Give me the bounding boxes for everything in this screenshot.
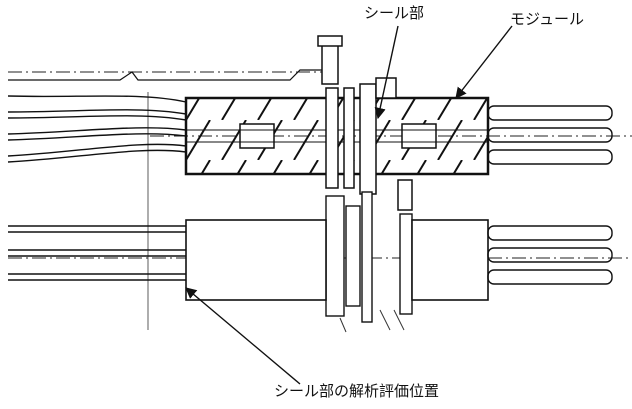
seal-flange <box>317 35 413 211</box>
evaluation-position-arrow <box>185 287 301 385</box>
lower-flange <box>325 191 413 323</box>
upper-left-cables <box>7 95 187 163</box>
upper-housing-edge <box>8 69 330 81</box>
lower-detail-marks <box>339 309 405 333</box>
seal-part-label: シール部 <box>364 4 425 22</box>
module-label: モジュール <box>510 10 584 28</box>
upper-right-cables <box>487 105 613 165</box>
lower-module <box>185 219 489 301</box>
evaluation-position-label: シール部の解析評価位置 <box>274 382 440 400</box>
module-arrow <box>455 25 513 99</box>
lower-cables <box>8 225 613 285</box>
seal-part-arrow <box>374 25 399 120</box>
